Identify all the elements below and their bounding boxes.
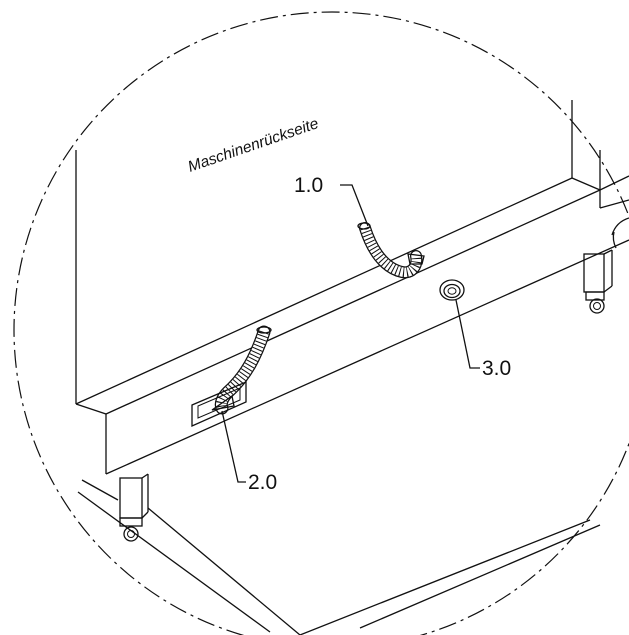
cable-opening	[191, 381, 247, 428]
leader-lines	[221, 184, 480, 483]
hose-1-0	[357, 222, 425, 279]
detail-circle-border	[13, 11, 629, 635]
machine-foot-left	[119, 473, 149, 542]
fitting-3-0	[439, 279, 465, 301]
machine-foot-right	[583, 249, 613, 314]
callout-label-1-0: 1.0	[294, 174, 323, 197]
machine-back-title: Maschinenrückseite	[186, 115, 321, 176]
machine-body	[75, 100, 629, 635]
callout-label-3-0: 3.0	[482, 357, 511, 380]
callout-label-2-0: 2.0	[248, 471, 277, 494]
